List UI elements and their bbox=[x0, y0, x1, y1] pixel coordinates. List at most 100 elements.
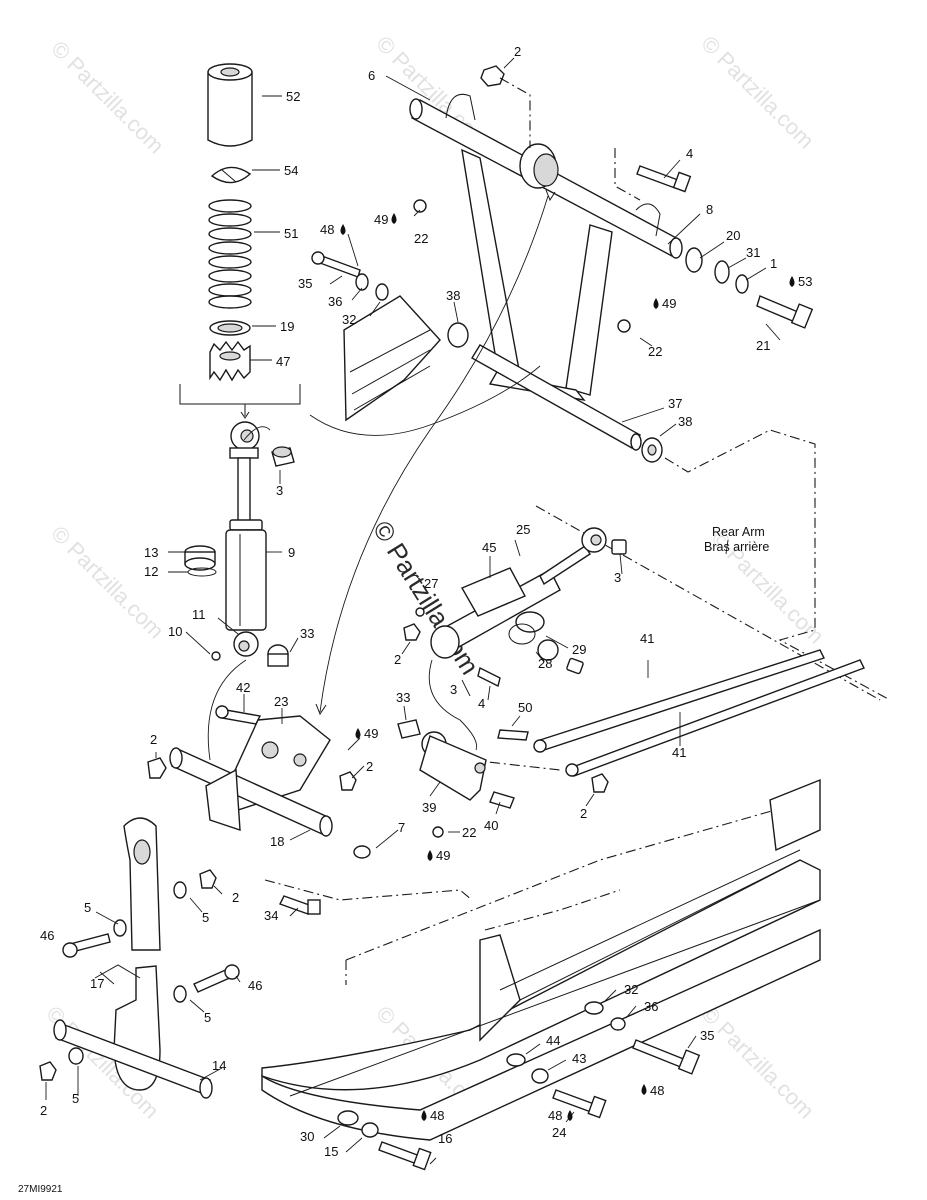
callout-20: 20 bbox=[726, 228, 740, 243]
callout-35: 35 bbox=[700, 1028, 714, 1043]
coil-spring bbox=[208, 199, 252, 309]
grease-drop-icon bbox=[355, 728, 361, 739]
callout-19: 19 bbox=[280, 319, 294, 334]
callout-2: 2 bbox=[40, 1103, 47, 1118]
callout-43: 43 bbox=[572, 1051, 586, 1066]
vertical-link-assembly bbox=[39, 817, 240, 1099]
grease-drop-icon bbox=[421, 1110, 427, 1121]
watermark-top-right: © Partzilla.com bbox=[696, 31, 819, 154]
callout-49: 49 bbox=[364, 726, 378, 741]
callout-17: 17 bbox=[90, 976, 104, 991]
callout-52: 52 bbox=[286, 89, 300, 104]
callout-15: 15 bbox=[324, 1144, 338, 1159]
callout-40: 40 bbox=[484, 818, 498, 833]
link-rods bbox=[533, 649, 865, 793]
callout-22: 22 bbox=[414, 231, 428, 246]
callout-11: 11 bbox=[192, 607, 206, 622]
callout-5: 5 bbox=[204, 1010, 211, 1025]
front-arm-assembly bbox=[311, 65, 814, 463]
callout-2: 2 bbox=[514, 44, 521, 59]
callout-2: 2 bbox=[394, 652, 401, 667]
slide-rail bbox=[261, 778, 821, 1171]
callout-49: 49 bbox=[374, 212, 388, 227]
watermark-bottom-right: © Partzilla.com bbox=[696, 1001, 819, 1124]
callout-12: 12 bbox=[144, 564, 158, 579]
grease-drop-icon bbox=[567, 1110, 573, 1121]
callout-27: 27 bbox=[424, 576, 438, 591]
shock-absorber bbox=[184, 421, 295, 667]
callout-31: 31 bbox=[746, 245, 760, 260]
callout-38: 38 bbox=[446, 288, 460, 303]
callout-50: 50 bbox=[518, 700, 532, 715]
callout-24: 24 bbox=[552, 1125, 566, 1140]
callout-2: 2 bbox=[580, 806, 587, 821]
lower-arm bbox=[147, 705, 529, 915]
grease-drop-icon bbox=[653, 298, 659, 309]
callout-37: 37 bbox=[668, 396, 682, 411]
grease-drop-icon bbox=[340, 224, 346, 235]
spring-stack bbox=[179, 63, 301, 419]
callout-49: 49 bbox=[662, 296, 676, 311]
callout-36: 36 bbox=[328, 294, 342, 309]
callout-35: 35 bbox=[298, 276, 312, 291]
callout-48: 48 bbox=[548, 1108, 562, 1123]
callout-2: 2 bbox=[150, 732, 157, 747]
callout-3: 3 bbox=[614, 570, 621, 585]
callout-16: 16 bbox=[438, 1131, 452, 1146]
callout-28: 28 bbox=[538, 656, 552, 671]
callout-30: 30 bbox=[300, 1129, 314, 1144]
callout-5: 5 bbox=[84, 900, 91, 915]
callout-39: 39 bbox=[422, 800, 436, 815]
callout-48: 48 bbox=[320, 222, 334, 237]
callout-2: 2 bbox=[366, 759, 373, 774]
leader-lines bbox=[45, 57, 781, 1165]
callout-46: 46 bbox=[248, 978, 262, 993]
grease-drop-icon bbox=[641, 1084, 647, 1095]
callout-14: 14 bbox=[212, 1058, 226, 1073]
diagram-code: 27MI9921 bbox=[18, 1184, 63, 1195]
callout-38: 38 bbox=[678, 414, 692, 429]
callout-42: 42 bbox=[236, 680, 250, 695]
callout-4: 4 bbox=[686, 146, 693, 161]
callout-2: 2 bbox=[232, 890, 239, 905]
callout-49: 49 bbox=[436, 848, 450, 863]
callout-5: 5 bbox=[202, 910, 209, 925]
callout-44: 44 bbox=[546, 1033, 560, 1048]
grease-drop-icon bbox=[391, 213, 397, 224]
callout-18: 18 bbox=[270, 834, 284, 849]
rear-arm-shock bbox=[403, 527, 627, 688]
callout-33: 33 bbox=[300, 626, 314, 641]
rear-arm-label-en: Rear Arm bbox=[712, 525, 765, 539]
callout-34: 34 bbox=[264, 908, 278, 923]
callout-7: 7 bbox=[398, 820, 405, 835]
grease-drop-icon bbox=[427, 850, 433, 861]
callout-36: 36 bbox=[644, 999, 658, 1014]
callout-8: 8 bbox=[706, 202, 713, 217]
callout-32: 32 bbox=[624, 982, 638, 997]
callout-22: 22 bbox=[648, 344, 662, 359]
callout-45: 45 bbox=[482, 540, 496, 555]
callout-22: 22 bbox=[462, 825, 476, 840]
callout-3: 3 bbox=[276, 483, 283, 498]
callout-4: 4 bbox=[478, 696, 485, 711]
watermark-mid-left: © Partzilla.com bbox=[46, 521, 169, 644]
callout-21: 21 bbox=[756, 338, 770, 353]
callout-29: 29 bbox=[572, 642, 586, 657]
rear-arm-note: Rear Arm Bras arrière bbox=[704, 525, 769, 554]
callout-23: 23 bbox=[274, 694, 288, 709]
callout-46: 46 bbox=[40, 928, 54, 943]
callout-51: 51 bbox=[284, 226, 298, 241]
callout-10: 10 bbox=[168, 624, 182, 639]
callout-9: 9 bbox=[288, 545, 295, 560]
reference-lines bbox=[207, 77, 891, 985]
callout-33: 33 bbox=[396, 690, 410, 705]
callout-32: 32 bbox=[342, 312, 356, 327]
callout-54: 54 bbox=[284, 163, 298, 178]
callout-1: 1 bbox=[770, 256, 777, 271]
callout-labels: 52 54 51 19 47 2 6 4 8 20 31 1 53 21 48 … bbox=[40, 44, 812, 1159]
callout-13: 13 bbox=[144, 545, 158, 560]
callout-48: 48 bbox=[430, 1108, 444, 1123]
rear-arm-label-fr: Bras arrière bbox=[704, 540, 769, 554]
grease-drop-icon bbox=[789, 276, 795, 287]
